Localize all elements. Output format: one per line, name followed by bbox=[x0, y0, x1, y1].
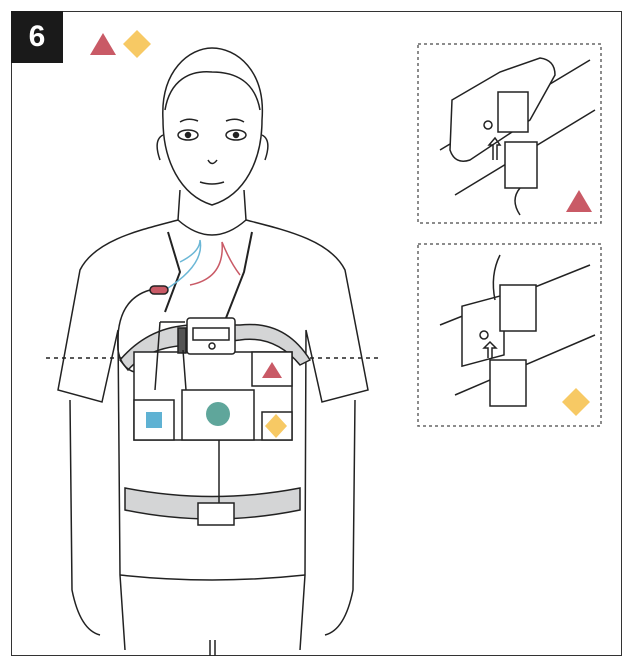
triangle-marker-icon bbox=[566, 190, 592, 212]
inset-triangle-electrode bbox=[417, 43, 602, 224]
belt-clip bbox=[197, 502, 235, 526]
diamond-marker-icon bbox=[562, 388, 590, 416]
torso bbox=[57, 219, 369, 651]
triangle-marker-icon bbox=[262, 362, 282, 378]
step-number-badge: 6 bbox=[11, 11, 63, 63]
diamond-icon bbox=[123, 30, 151, 58]
diamond-marker-icon bbox=[265, 414, 287, 438]
head bbox=[156, 47, 269, 221]
inset-diamond-electrode bbox=[417, 243, 602, 427]
circle-marker-icon bbox=[206, 402, 230, 426]
illustration-frame bbox=[11, 11, 622, 656]
chest-strap bbox=[119, 323, 312, 372]
triangle-icon bbox=[90, 33, 116, 55]
square-marker-icon bbox=[146, 412, 162, 428]
